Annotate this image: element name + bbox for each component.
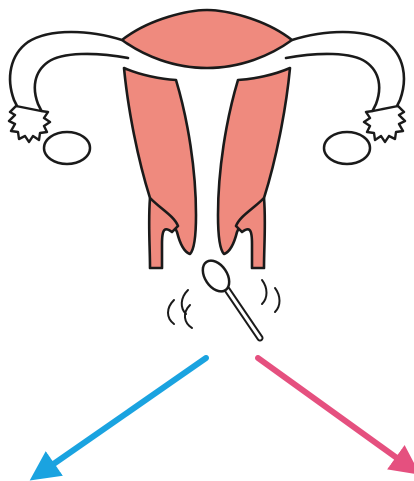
- uterus-icon: [122, 10, 292, 68]
- arrow-down-right: [258, 358, 408, 466]
- arrow-down-left: [42, 358, 206, 472]
- ovary-icon: [44, 132, 90, 164]
- ovary-icon: [324, 132, 370, 164]
- cotton-swab-icon: [197, 256, 260, 338]
